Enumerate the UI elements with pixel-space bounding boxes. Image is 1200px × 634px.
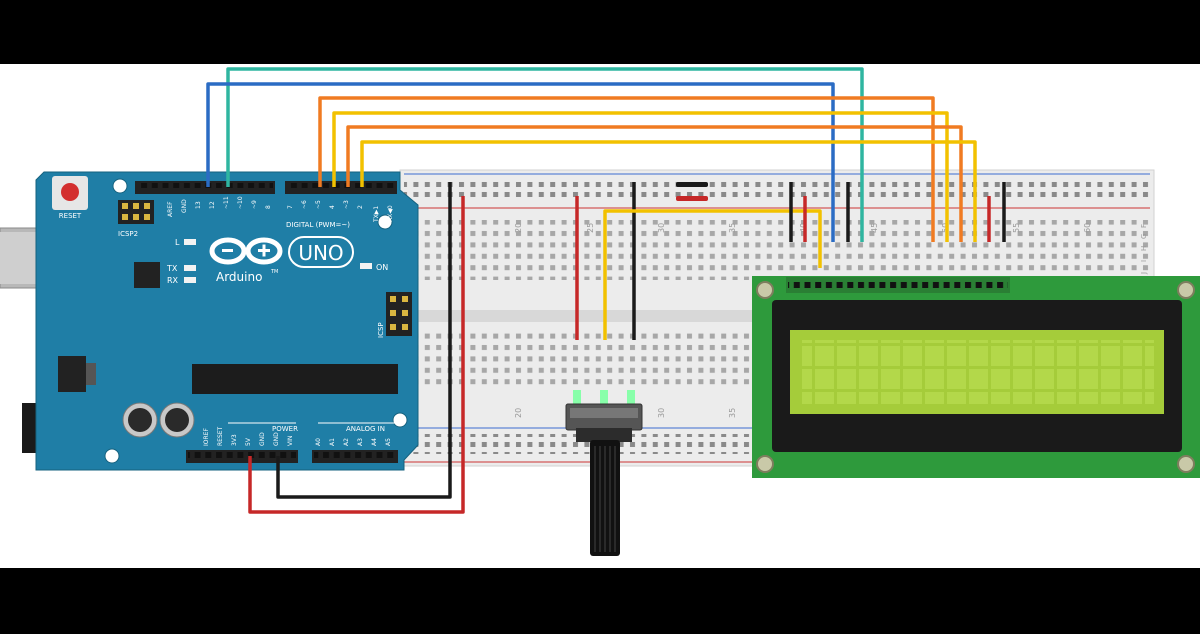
- column-number: 20: [514, 408, 523, 418]
- pin-label: RX◀0: [387, 205, 394, 222]
- led-tx: [184, 265, 196, 271]
- pin-label: A2: [343, 438, 350, 446]
- pin-label: 13: [195, 201, 202, 209]
- pin-label: 7: [287, 205, 294, 209]
- column-number: 20: [514, 223, 523, 233]
- column-number: 30: [657, 223, 666, 233]
- potentiometer: [565, 390, 643, 556]
- logo-text: Arduino: [216, 270, 262, 284]
- pin-label: ~11: [223, 196, 230, 209]
- pin-label: ~10: [237, 196, 244, 209]
- row-letter: F: [1140, 224, 1148, 228]
- wire-yellow: [360, 140, 977, 242]
- pin-label: AREF: [167, 201, 174, 217]
- wire-yellow-contrast: [603, 209, 822, 340]
- pin-label: VIN: [287, 436, 294, 446]
- pin-label: ~6: [301, 200, 308, 209]
- pin-label: GND: [181, 199, 188, 213]
- rail-jumper-black: [676, 182, 708, 187]
- uno-label: UNO: [298, 241, 343, 265]
- wire-red-5v: [248, 196, 465, 514]
- wire-yellow: [332, 111, 949, 242]
- pin-label: 12: [209, 201, 216, 209]
- pin-label: IOREF: [203, 428, 210, 446]
- usb-chip: [134, 262, 160, 288]
- pin-label: 8: [265, 205, 272, 209]
- pin-label: A3: [357, 438, 364, 446]
- lcd-16x2-module: [752, 276, 1200, 478]
- pin-label: 3V3: [231, 434, 238, 446]
- wire-orange: [318, 96, 935, 242]
- led-on: [360, 263, 372, 269]
- pin-label: A4: [371, 438, 378, 446]
- led-l-label: L: [175, 238, 180, 247]
- column-number: 25: [586, 223, 595, 233]
- icsp2-label: ICSP2: [118, 230, 138, 238]
- wire-blue: [206, 82, 835, 242]
- icsp-label: ICSP: [377, 322, 385, 338]
- uno-badge: [288, 236, 354, 268]
- voltage-regulator: [58, 356, 86, 392]
- column-number: 55: [1012, 223, 1021, 233]
- wire-black-gnd: [276, 182, 452, 499]
- row-letter: G: [1140, 234, 1148, 239]
- pin-label: ~9: [251, 200, 258, 209]
- wire-teal: [226, 67, 864, 242]
- wire-orange: [346, 125, 963, 242]
- pin-label: TX▶1: [373, 206, 380, 223]
- column-number: 35: [728, 223, 737, 233]
- pin-label: A0: [315, 438, 322, 446]
- pin-label: 4: [329, 205, 336, 209]
- pin-label: GND: [273, 432, 280, 446]
- led-rx-label: RX: [167, 276, 179, 285]
- row-letter: H: [1140, 246, 1148, 251]
- led-on-label: ON: [376, 263, 388, 272]
- row-letter: J: [1140, 272, 1148, 275]
- arduino-logo: Arduino TM: [209, 237, 283, 284]
- row-letter: I: [1140, 260, 1148, 262]
- power-label: POWER: [272, 425, 298, 433]
- logo-tm: TM: [270, 269, 278, 275]
- pin-label: RESET: [217, 426, 224, 446]
- column-number: 45: [870, 223, 879, 233]
- pin-label: ~5: [315, 200, 322, 209]
- column-number: 35: [728, 408, 737, 418]
- arduino-uno-board: RESET ICSP2 AREF GND 13 12 ~11 ~10 ~9 8 …: [0, 171, 419, 471]
- column-number: 30: [657, 408, 666, 418]
- reset-label: RESET: [59, 212, 82, 220]
- led-rx: [184, 277, 196, 283]
- wires: [206, 67, 1006, 514]
- led-l: [184, 239, 196, 245]
- atmega-chip: [192, 364, 398, 394]
- pin-label: GND: [259, 432, 266, 446]
- pin-label: ~3: [343, 200, 350, 209]
- pin-label: A5: [385, 438, 392, 446]
- pin-label: A1: [329, 438, 336, 446]
- led-tx-label: TX: [166, 264, 178, 273]
- pin-label: 5V: [245, 437, 252, 446]
- analog-label: ANALOG IN: [346, 425, 385, 433]
- digital-label: DIGITAL (PWM=~): [286, 221, 350, 229]
- pin-label: 2: [357, 205, 364, 209]
- rail-jumper-red: [676, 196, 708, 201]
- column-number: 60: [1083, 223, 1092, 233]
